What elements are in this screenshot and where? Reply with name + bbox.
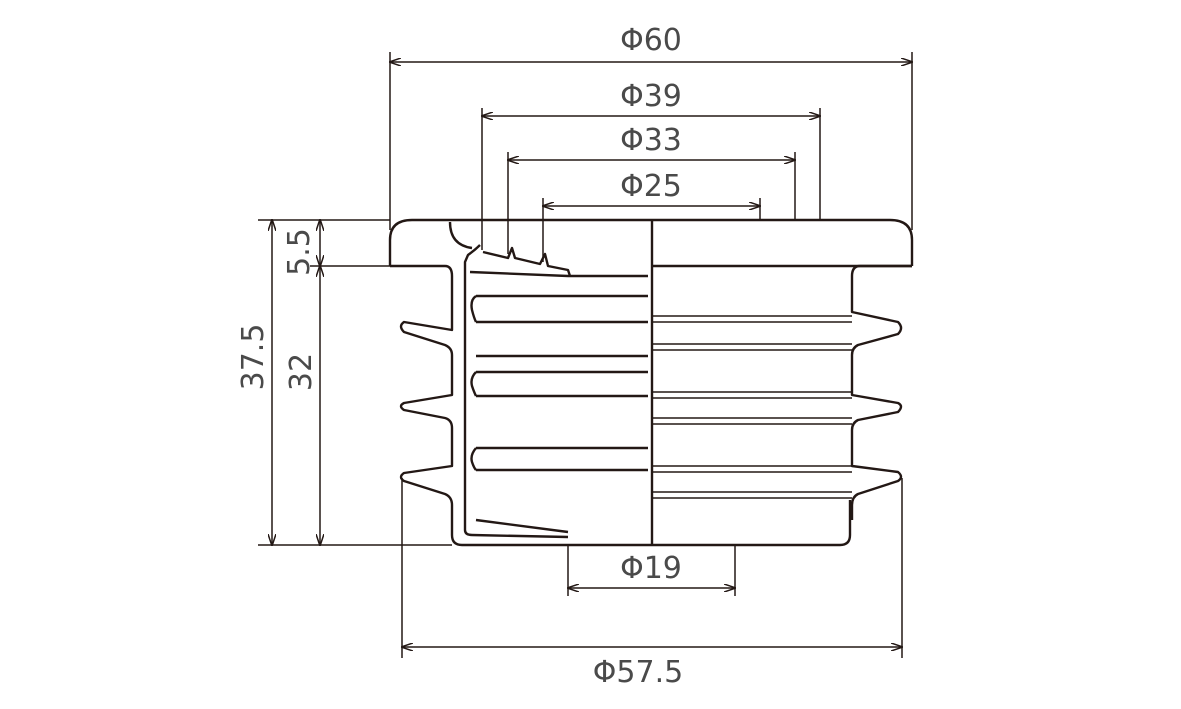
label-37-5: 37.5 xyxy=(236,324,271,391)
label-32: 32 xyxy=(284,353,319,391)
label-phi25: Φ25 xyxy=(620,169,682,204)
label-phi60: Φ60 xyxy=(620,23,682,58)
label-5-5: 5.5 xyxy=(282,228,317,276)
label-phi33: Φ33 xyxy=(620,123,682,158)
dimension-labels: Φ60 Φ39 Φ33 Φ25 Φ19 Φ57.5 37.5 32 5.5 xyxy=(236,23,683,690)
label-phi39: Φ39 xyxy=(620,79,682,114)
extension-lines xyxy=(258,52,913,658)
dimension-lines xyxy=(272,62,912,647)
label-phi57-5: Φ57.5 xyxy=(593,655,683,690)
right-ribs xyxy=(652,315,852,499)
part-outline xyxy=(388,218,914,547)
label-phi19: Φ19 xyxy=(620,551,682,586)
